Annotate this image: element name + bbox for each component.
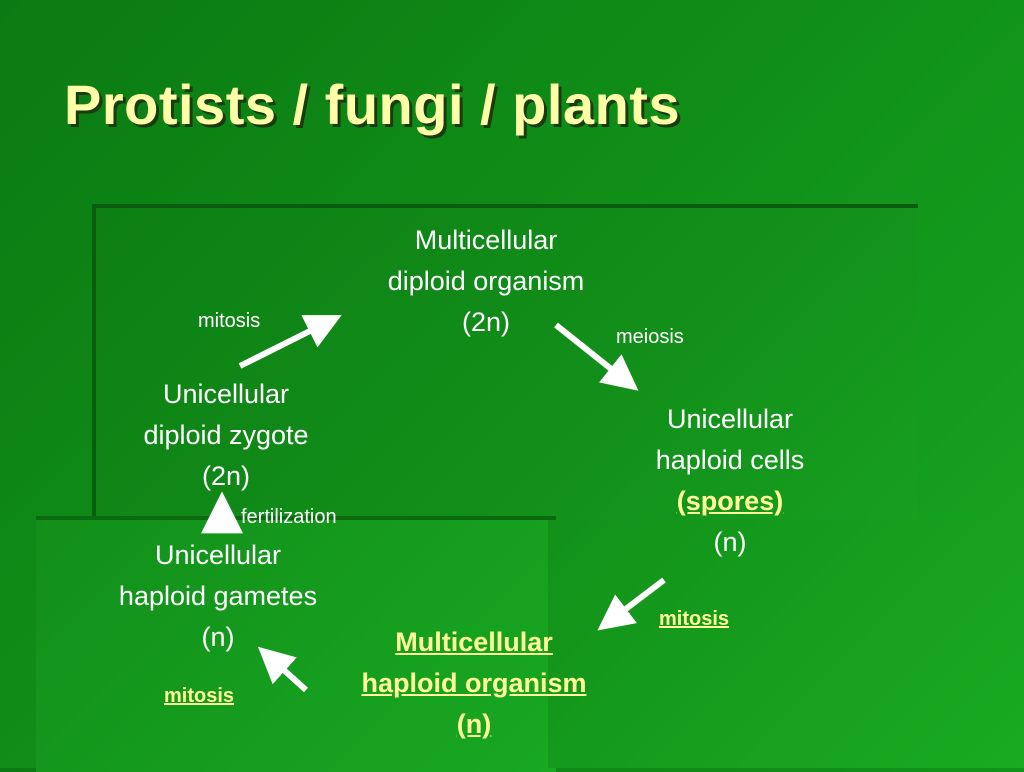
node-multicellular-haploid-organism: Multicellular haploid organism (n) (361, 622, 586, 745)
node-text: (n) (456, 709, 492, 739)
label-mitosis-bottom: mitosis (164, 685, 235, 707)
node-text-spores: (spores) (676, 486, 784, 516)
node-text: haploid organism (361, 668, 587, 698)
arrow-spores-to-haploid-organism (597, 577, 666, 631)
node-text: (n) (201, 622, 235, 652)
node-text: Unicellular (666, 404, 794, 434)
node-text: Multicellular (395, 627, 553, 657)
node-text: Multicellular (414, 225, 558, 255)
node-text: (n) (713, 527, 747, 557)
node-text: Unicellular (154, 540, 282, 570)
slide-title: Protists / fungi / plants (64, 73, 681, 136)
node-unicellular-haploid-cells: Unicellular haploid cells (spores) (n) (656, 399, 805, 563)
label-meiosis: meiosis (616, 326, 684, 348)
background-panel-lower-left (36, 516, 556, 772)
label-fertilization: fertilization (241, 506, 337, 528)
node-unicellular-diploid-zygote: Unicellular diploid zygote (2n) (143, 374, 308, 497)
node-text: diploid zygote (143, 420, 309, 450)
node-text: diploid organism (387, 266, 585, 296)
node-multicellular-diploid-organism: Multicellular diploid organism (2n) (388, 220, 585, 343)
node-text: Unicellular (162, 379, 290, 409)
node-text: haploid cells (655, 445, 805, 475)
arrow-diploid-to-spores (554, 322, 639, 391)
node-text: (2n) (461, 307, 511, 337)
label-mitosis-right: mitosis (659, 608, 730, 630)
node-unicellular-haploid-gametes: Unicellular haploid gametes (n) (119, 535, 317, 658)
arrow-haploid-organism-to-gametes (257, 646, 309, 693)
node-text: (2n) (201, 461, 250, 491)
arrow-zygote-to-diploid (238, 315, 342, 369)
node-text: haploid gametes (118, 581, 318, 611)
background-panel-lower-right (548, 520, 1024, 768)
label-mitosis-top: mitosis (198, 310, 261, 332)
background-panel-upper (92, 204, 918, 538)
